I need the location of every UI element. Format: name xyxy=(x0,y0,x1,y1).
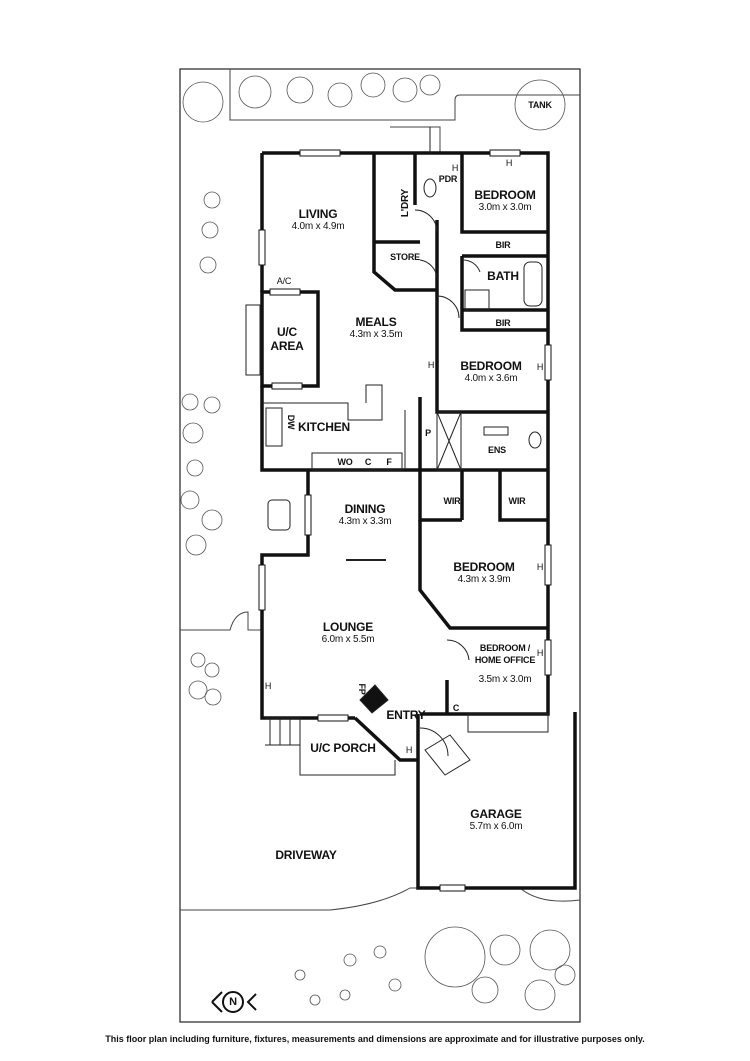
room-uc-area-line1: U/C xyxy=(276,325,298,339)
room-bedroom-2: BEDROOM 4.0m x 3.6m xyxy=(460,359,521,385)
interior-details xyxy=(245,127,549,776)
windows xyxy=(258,149,552,892)
fixture-fp: FP xyxy=(357,683,367,695)
room-entry-name: ENTRY xyxy=(386,708,426,722)
room-garage-dim: 5.7m x 6.0m xyxy=(469,821,523,832)
room-bedroom-1-name: BEDROOM xyxy=(474,188,536,202)
room-bir-top: BIR xyxy=(496,238,511,252)
room-bedroom-4-dim: 3.5m x 3.0m xyxy=(478,674,532,685)
room-lounge-dim: 6.0m x 5.5m xyxy=(321,634,375,645)
room-garage: GARAGE 5.7m x 6.0m xyxy=(470,807,523,833)
room-wir-right-name: WIR xyxy=(508,496,526,506)
disclaimer-text: This floor plan including furniture, fix… xyxy=(105,1034,645,1044)
room-driveway-name: DRIVEWAY xyxy=(275,848,337,862)
room-bath: BATH xyxy=(487,269,519,283)
north-arrow-icon xyxy=(211,991,257,1013)
room-bir-bottom: BIR xyxy=(496,316,511,330)
room-lounge: LOUNGE 6.0m x 5.5m xyxy=(322,620,375,646)
site-boundary xyxy=(179,68,581,1023)
room-uc-area: U/C AREA xyxy=(270,325,303,353)
fixture-wo: WO xyxy=(337,457,353,467)
room-uc-area-line2: AREA xyxy=(270,339,304,353)
landscape-trees xyxy=(180,72,576,1011)
heater-h-6: H xyxy=(536,648,544,658)
fixture-ac: A/C xyxy=(276,276,292,286)
room-bedroom-3: BEDROOM 4.3m x 3.9m xyxy=(453,560,514,586)
room-laundry: L'DRY xyxy=(399,189,413,217)
heater-h-1: H xyxy=(451,163,459,173)
room-garage-name: GARAGE xyxy=(470,807,522,821)
room-bedroom-1-dim: 3.0m x 3.0m xyxy=(478,202,532,213)
heater-h-5: H xyxy=(536,562,544,572)
fixture-f: F xyxy=(386,457,392,467)
room-bedroom-3-name: BEDROOM xyxy=(453,560,515,574)
room-bedroom-4-name-1: BEDROOM / xyxy=(479,643,531,653)
room-laundry-name: L'DRY xyxy=(400,188,411,218)
heater-h-3: H xyxy=(427,360,435,370)
room-wir-left-name: WIR xyxy=(443,496,461,506)
room-wir-left: WIR xyxy=(444,494,461,508)
room-bir-top-name: BIR xyxy=(495,240,511,250)
heater-h-2: H xyxy=(505,158,513,168)
room-dining-name: DINING xyxy=(344,502,386,516)
fixture-c-kitchen: C xyxy=(364,457,372,467)
room-bath-name: BATH xyxy=(487,269,519,283)
room-living: LIVING 4.0m x 4.9m xyxy=(292,207,345,233)
room-store-name: STORE xyxy=(390,252,420,262)
room-powder: PDR xyxy=(438,172,458,186)
fixture-dw: DW xyxy=(286,414,296,430)
heater-h-4: H xyxy=(536,362,544,372)
room-bedroom-3-dim: 4.3m x 3.9m xyxy=(457,574,511,585)
room-kitchen-name: KITCHEN xyxy=(298,420,350,434)
tank-label: TANK xyxy=(528,98,552,112)
tank-name: TANK xyxy=(528,100,552,110)
fixture-c-entry: C xyxy=(452,703,460,713)
room-store: STORE xyxy=(390,250,420,264)
room-meals-dim: 4.3m x 3.5m xyxy=(349,329,403,340)
room-bedroom-4: BEDROOM / HOME OFFICE 3.5m x 3.0m xyxy=(474,642,536,686)
room-bedroom-2-name: BEDROOM xyxy=(460,359,522,373)
room-living-dim: 4.0m x 4.9m xyxy=(291,221,345,232)
room-bedroom-2-dim: 4.0m x 3.6m xyxy=(464,373,518,384)
room-bedroom-4-name-2: HOME OFFICE xyxy=(474,655,536,665)
room-uc-porch: U/C PORCH xyxy=(310,741,376,755)
north-label: N xyxy=(229,996,237,1008)
room-wir-right: WIR xyxy=(509,494,526,508)
garden-paving xyxy=(180,69,581,911)
room-powder-name: PDR xyxy=(438,174,458,184)
room-bir-bottom-name: BIR xyxy=(495,318,511,328)
room-ensuite-name: ENS xyxy=(488,445,506,455)
room-kitchen: KITCHEN xyxy=(298,420,350,434)
room-uc-porch-name: U/C PORCH xyxy=(310,741,376,755)
room-ensuite: ENS xyxy=(488,443,506,457)
room-entry: ENTRY xyxy=(386,708,425,722)
room-dining-dim: 4.3m x 3.3m xyxy=(338,516,392,527)
room-living-name: LIVING xyxy=(298,207,338,221)
room-dining: DINING 4.3m x 3.3m xyxy=(339,502,392,528)
room-meals-name: MEALS xyxy=(355,315,397,329)
room-driveway: DRIVEWAY xyxy=(275,848,337,862)
fixture-p: P xyxy=(425,428,431,438)
room-lounge-name: LOUNGE xyxy=(322,620,374,634)
heater-h-7: H xyxy=(264,681,272,691)
room-bedroom-1: BEDROOM 3.0m x 3.0m xyxy=(474,188,535,214)
heater-h-8: H xyxy=(405,745,413,755)
room-meals: MEALS 4.3m x 3.5m xyxy=(350,315,403,341)
